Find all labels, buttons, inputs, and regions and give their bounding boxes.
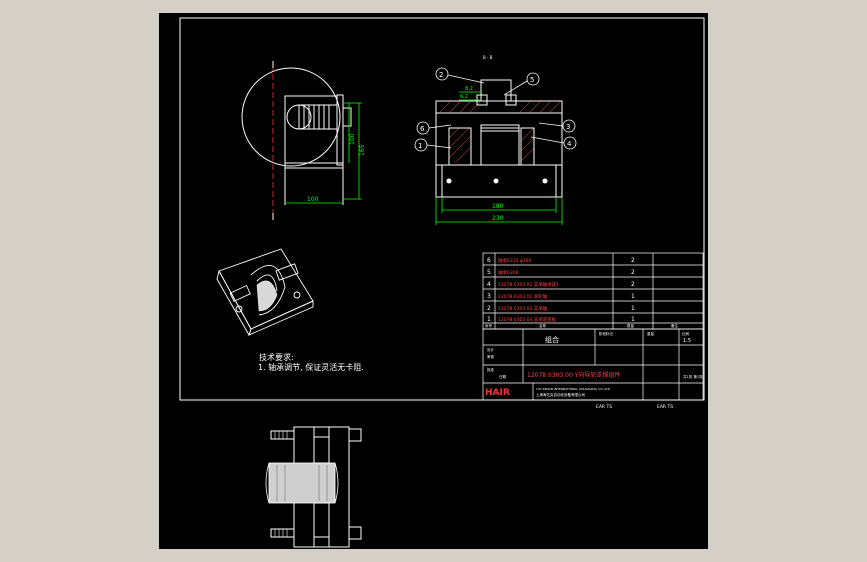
callout-4: 4 bbox=[567, 140, 572, 148]
bom-row-qty: 2 bbox=[631, 257, 635, 264]
title-approved: 批准 bbox=[487, 367, 495, 372]
title-drawing-no: 12078 0303 00 Y向导轨支撑组件 bbox=[527, 371, 620, 379]
bom-row-name: 12078 0303 02 滚轮轴 bbox=[498, 293, 548, 300]
notes-line1: 1. 轴承调节, 保证灵活无卡阻. bbox=[258, 362, 364, 372]
callout-2: 2 bbox=[439, 71, 443, 79]
bom-header-remark: 备注 bbox=[671, 323, 679, 328]
front-dimensions bbox=[285, 102, 362, 204]
callout-6: 6 bbox=[420, 125, 425, 133]
isometric-roller bbox=[256, 280, 278, 312]
section-hatching bbox=[438, 100, 562, 164]
bom-row-name: 轴承6308 bbox=[498, 269, 519, 276]
drawing-frame bbox=[179, 17, 705, 401]
title-checked: 审核 bbox=[487, 354, 495, 359]
callout-3: 3 bbox=[566, 123, 570, 131]
cad-viewport[interactable]: 100 100 165 B - B bbox=[159, 13, 708, 549]
cad-drawing: 100 100 165 B - B bbox=[179, 17, 705, 548]
bom-row-name: 轴承6315 φ160 bbox=[498, 257, 532, 264]
bom-row-no: 4 bbox=[487, 281, 491, 288]
section-dim-outer: 230 bbox=[492, 215, 504, 222]
title-stage: 阶段标记 bbox=[599, 331, 613, 336]
title-block bbox=[482, 328, 704, 401]
bom-row-no: 3 bbox=[487, 293, 491, 300]
bom-row-no: 2 bbox=[487, 305, 491, 312]
title-sheet: 共1张 第1张 bbox=[683, 374, 703, 379]
bom-row-qty: 1 bbox=[631, 316, 635, 323]
title-weight-label: 重量 bbox=[647, 331, 655, 336]
side-roller bbox=[265, 462, 339, 504]
bom-header-qty: 数量 bbox=[627, 323, 635, 328]
section-dim-inner: 180 bbox=[492, 203, 504, 210]
section-dim-small-1: 8.2 bbox=[465, 86, 473, 92]
callout-1: 1 bbox=[418, 142, 422, 150]
notes-title: 技术要求: bbox=[259, 352, 294, 362]
section-dim-small-2: 6.2 bbox=[460, 94, 468, 100]
bom-header-no: 序号 bbox=[485, 323, 493, 328]
bom-header-name: 名称 bbox=[539, 323, 547, 328]
title-company-line1: YIXI KEDAN INTERNATIONAL (SHANGHAI) CO.,… bbox=[536, 387, 611, 391]
bom-row-name: 12078 0303 03 支承轴 bbox=[498, 305, 548, 312]
section-parts bbox=[448, 94, 535, 166]
footer-right: EAR TS bbox=[657, 404, 673, 410]
bom-row-no: 1 bbox=[487, 316, 491, 323]
bom-rows: 6 轴承6315 φ160 2 5 轴承6308 2 4 12078 0303 … bbox=[485, 257, 679, 328]
callouts bbox=[414, 67, 577, 152]
section-view bbox=[435, 79, 563, 198]
bom-row-qty: 2 bbox=[631, 281, 635, 288]
bom-row-name: 12078 0303 04 支承底座板 bbox=[498, 316, 557, 323]
bom-row-no: 6 bbox=[487, 257, 491, 264]
front-view bbox=[241, 67, 352, 205]
front-dim-height-inner: 100 bbox=[349, 133, 356, 145]
bom-row-name: 12078 0303 01 支承轴承座1 bbox=[498, 281, 559, 288]
footer-left: EAR TS bbox=[596, 404, 612, 410]
title-company-line2: 上海海达克自动化设备有限公司 bbox=[536, 392, 585, 397]
section-label: B - B bbox=[483, 55, 493, 60]
section-dimensions bbox=[435, 91, 563, 225]
callout-5: 5 bbox=[530, 76, 534, 84]
title-company-logo: HAIR bbox=[485, 388, 510, 398]
front-dim-width: 100 bbox=[307, 196, 319, 203]
bom-row-qty: 2 bbox=[631, 269, 635, 276]
bom-row-no: 5 bbox=[487, 269, 491, 276]
title-date: 日期 bbox=[499, 374, 507, 379]
isometric-view bbox=[216, 248, 314, 337]
bom-row-qty: 1 bbox=[631, 293, 635, 300]
title-scale: 1:5 bbox=[683, 338, 691, 344]
front-dim-height-outer: 165 bbox=[359, 144, 366, 156]
title-drawn: 设计 bbox=[487, 347, 495, 352]
title-scale-label: 比例 bbox=[682, 331, 690, 336]
side-threads bbox=[274, 431, 288, 537]
bom-row-qty: 1 bbox=[631, 305, 635, 312]
title-material: 组合 bbox=[545, 335, 559, 344]
